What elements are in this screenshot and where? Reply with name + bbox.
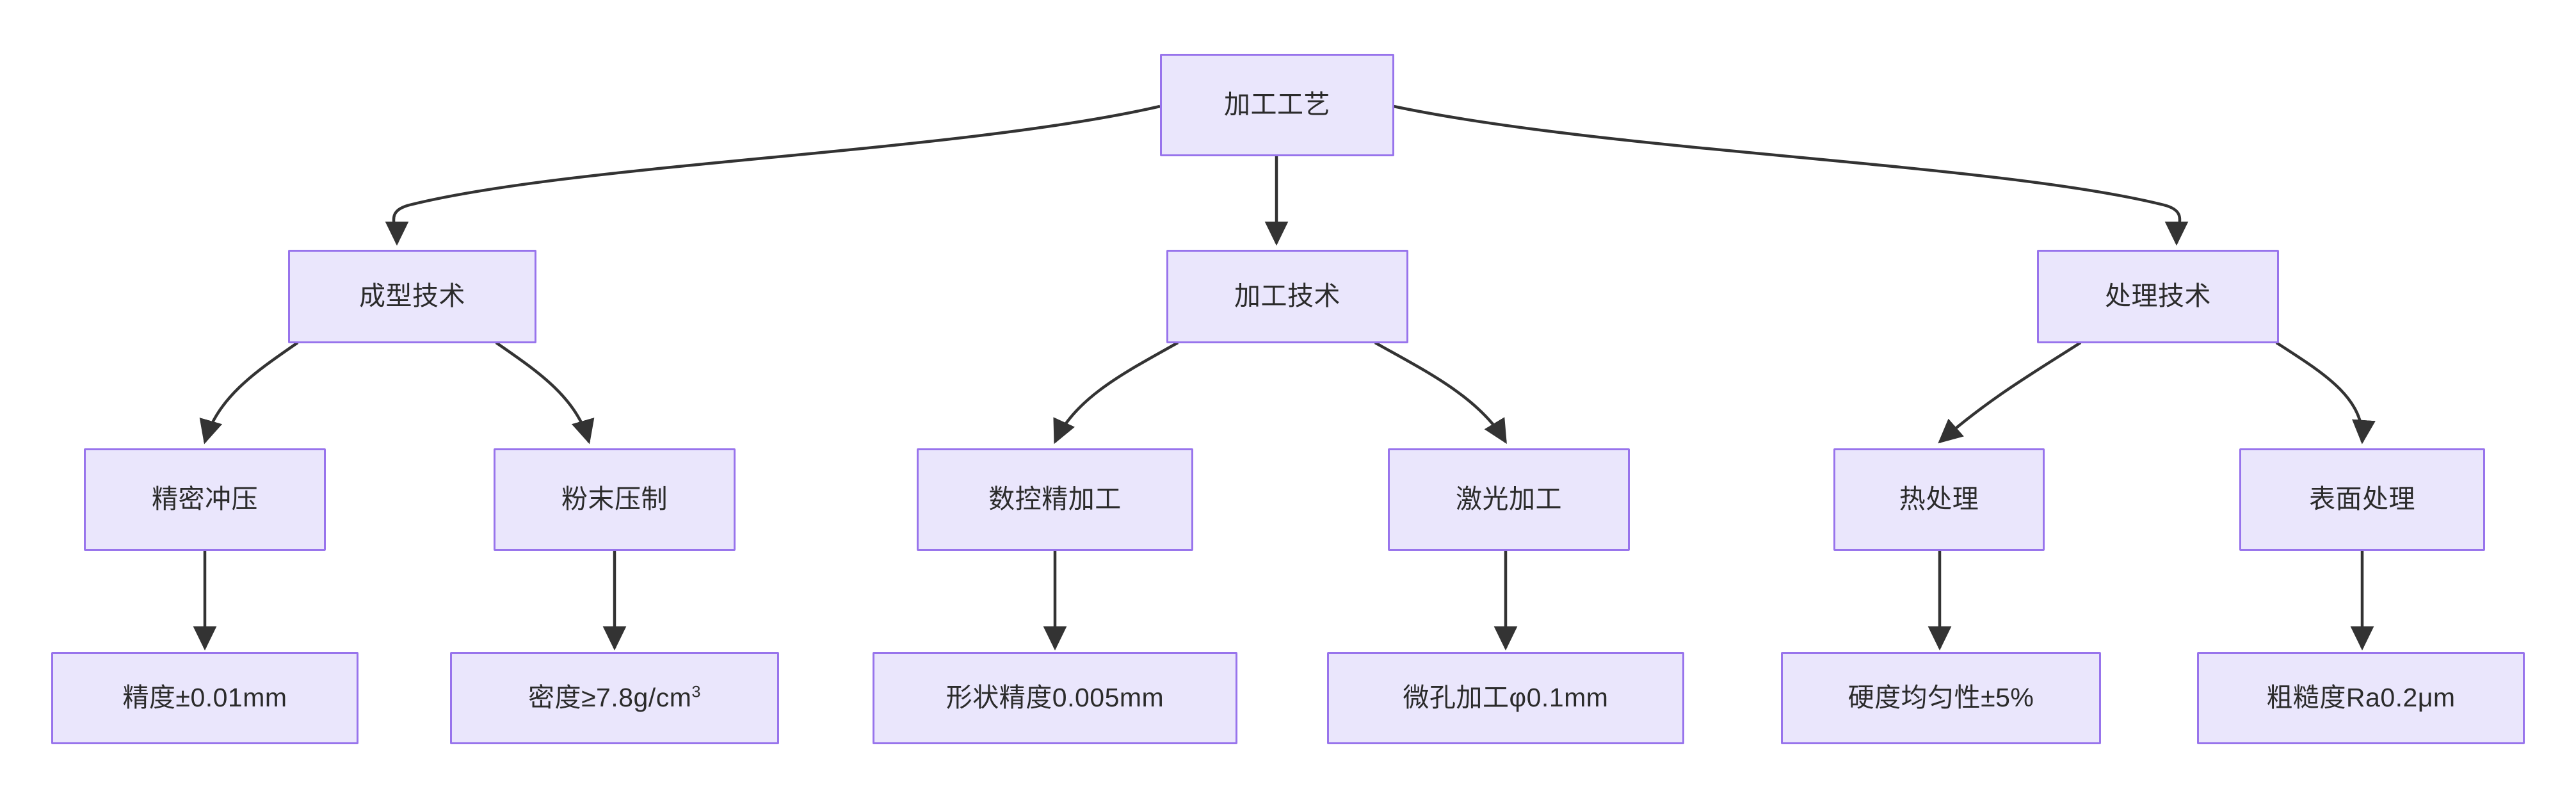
node-root[interactable]: 加工工艺 [1160,54,1394,156]
node-spec-roughness[interactable]: 粗糙度Ra0.2μm [2197,652,2525,744]
node-machining-label: 加工技术 [1234,281,1340,311]
edge-machining-to-cnc [1053,341,1179,444]
node-precision-stamping-label: 精密冲压 [152,484,258,514]
edge-treatment-to-heat [1938,341,2082,444]
node-heat-treatment[interactable]: 热处理 [1833,448,2045,551]
node-surface-treatment-label: 表面处理 [2309,484,2415,514]
node-treatment[interactable]: 处理技术 [2037,250,2279,343]
node-heat-treatment-label: 热处理 [1899,484,1979,514]
node-spec-density[interactable]: 密度≥7.8g/cm3 [450,652,779,744]
node-spec-shape[interactable]: 形状精度0.005mm [873,652,1237,744]
edge-forming-to-precision-stamping [199,341,299,444]
node-spec-microhole[interactable]: 微孔加工φ0.1mm [1327,652,1684,744]
edge-forming-to-powder-pressing [495,341,595,444]
node-cnc-precision[interactable]: 数控精加工 [917,448,1193,551]
node-spec-accuracy[interactable]: 精度±0.01mm [51,652,358,744]
node-spec-hardness[interactable]: 硬度均匀性±5% [1781,652,2101,744]
node-spec-density-label: 密度≥7.8g/cm3 [528,682,701,713]
node-precision-stamping[interactable]: 精密冲压 [84,448,326,551]
node-spec-accuracy-label: 精度±0.01mm [122,683,287,713]
node-powder-pressing-label: 粉末压制 [561,484,668,514]
node-spec-microhole-label: 微孔加工φ0.1mm [1403,683,1609,713]
node-laser-machining[interactable]: 激光加工 [1388,448,1630,551]
edge-machining-to-laser [1374,341,1507,444]
edge-treatment-to-surface [2275,341,2376,444]
node-spec-density-main: 密度≥7.8g/cm [528,683,692,713]
node-treatment-label: 处理技术 [2105,281,2211,311]
node-powder-pressing[interactable]: 粉末压制 [494,448,736,551]
node-spec-density-superscript: 3 [691,683,701,701]
node-root-label: 加工工艺 [1224,90,1330,120]
node-cnc-precision-label: 数控精加工 [988,484,1122,514]
node-spec-shape-label: 形状精度0.005mm [946,683,1164,713]
edge-root-to-treatment [1393,104,2189,246]
node-spec-roughness-label: 粗糙度Ra0.2μm [2266,683,2456,713]
node-laser-machining-label: 激光加工 [1456,484,1562,514]
node-forming-label: 成型技术 [359,281,465,311]
edge-root-to-forming [385,104,1161,246]
node-spec-hardness-label: 硬度均匀性±5% [1847,683,2034,713]
node-surface-treatment[interactable]: 表面处理 [2239,448,2485,551]
node-forming[interactable]: 成型技术 [288,250,536,343]
node-machining[interactable]: 加工技术 [1166,250,1408,343]
